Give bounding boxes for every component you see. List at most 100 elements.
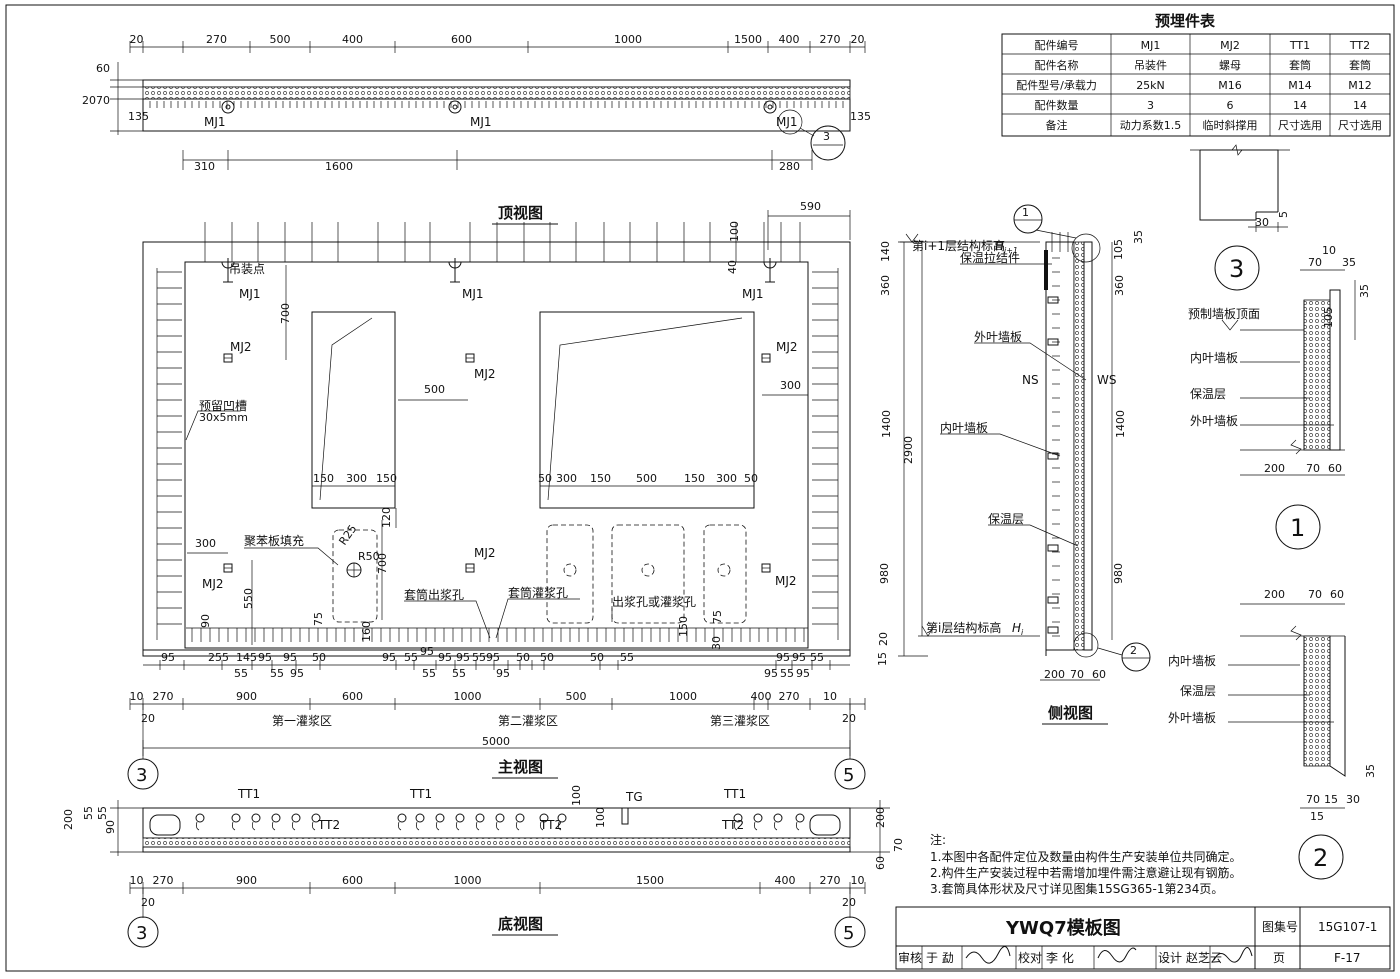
table-cell: 14 — [1353, 99, 1367, 112]
bottom-insulation — [142, 837, 851, 848]
dim: 60 — [874, 856, 887, 870]
page-number: F-17 — [1334, 951, 1361, 965]
table-cell: 临时斜撑用 — [1203, 118, 1258, 132]
detail-1-marker — [1275, 504, 1321, 550]
dim: 70 — [1306, 462, 1320, 475]
dim: 75 — [711, 610, 724, 624]
dim: 20 — [141, 896, 155, 909]
overall-length: 5000 — [482, 735, 510, 748]
dim: 40 — [726, 260, 739, 274]
dim: 1600 — [325, 160, 353, 173]
table-cell: 14 — [1293, 99, 1307, 112]
atlas-number: 15G107-1 — [1318, 920, 1377, 934]
table-cell: 动力系数1.5 — [1120, 119, 1182, 132]
dim: 20 — [877, 632, 890, 646]
dim: 50 — [312, 651, 326, 664]
top-view-title: 顶视图 — [498, 204, 543, 222]
top-mj1-label: MJ1 — [204, 115, 226, 129]
dim: 55 — [620, 651, 634, 664]
dim: 30 — [1255, 216, 1269, 229]
detail-3: 30 5 3 — [1190, 144, 1290, 291]
dim: 20 — [141, 712, 155, 725]
dim: 255 — [208, 651, 229, 664]
axis-bubble — [834, 916, 866, 948]
dim: 90 — [199, 614, 212, 628]
tg-embed — [621, 807, 629, 825]
detail-3-marker — [1214, 245, 1260, 291]
outlet-hole-label: 套筒出浆孔 — [404, 587, 464, 602]
dim: 55 — [810, 651, 824, 664]
main-view: 吊装点 MJ1 MJ1 MJ1 MJ2 MJ2 MJ2 MJ2 MJ2 MJ2 … — [127, 200, 866, 790]
window-left — [311, 311, 396, 509]
dim: 20 — [130, 33, 144, 46]
dim: 600 — [342, 874, 363, 887]
sleeve-label: TT2 — [539, 818, 562, 832]
dim: 300 — [556, 472, 577, 485]
mj1-label: MJ1 — [742, 287, 764, 301]
dim: 5 — [1277, 211, 1290, 218]
detail-label: 内叶墙板 — [1168, 654, 1216, 668]
dim: 70 — [1308, 588, 1322, 601]
dim: 980 — [878, 563, 891, 584]
outer-leaf-label: 外叶墙板 — [974, 330, 1022, 344]
dim: 1000 — [454, 690, 482, 703]
dim: 100 — [594, 807, 607, 828]
dim: 310 — [194, 160, 215, 173]
dim: 280 — [779, 160, 800, 173]
sleeve-label: TT1 — [723, 787, 746, 801]
dim: 300 — [195, 537, 216, 550]
callout-num: 2 — [1130, 644, 1137, 657]
table-row-label: 配件编号 — [1035, 38, 1079, 52]
embedded-parts-table: 预埋件表 配件编号配件名称配件型号/承载力配件数量备注MJ1吊装件25kN3动力… — [1001, 12, 1391, 137]
zone-label: 第二灌浆区 — [498, 713, 558, 728]
dim: 95 — [796, 667, 810, 680]
dim: 95 — [420, 645, 434, 658]
detail-label: 外叶墙板 — [1168, 711, 1216, 725]
table-row-label: 备注 — [1046, 118, 1068, 132]
dim: 10 — [1322, 244, 1336, 257]
section-2-callout — [1121, 642, 1151, 672]
dim: 300 — [780, 379, 801, 392]
top-insulation — [142, 86, 851, 100]
dim: 270 — [153, 690, 174, 703]
foam-label: 聚苯板填充 — [244, 533, 304, 548]
dim: 500 — [424, 383, 445, 396]
dim: 200 — [1044, 668, 1065, 681]
mj1-symbol — [448, 100, 462, 114]
mj1-symbol — [763, 100, 777, 114]
check-name: 李 化 — [1046, 950, 1074, 965]
dim: 70 — [96, 94, 110, 107]
detail-label: 保温层 — [1190, 387, 1226, 401]
note-item: 1.本图中各配件定位及数量由构件生产安装单位共同确定。 — [930, 849, 1241, 864]
top-outer-leaf — [142, 79, 851, 88]
table-cell: TT2 — [1349, 39, 1370, 52]
dim: 30 — [710, 636, 723, 650]
dim: 700 — [376, 553, 389, 574]
drawing-title: YWQ7模板图 — [1005, 917, 1121, 939]
callout-num: 3 — [823, 130, 830, 143]
dim: 35 — [1342, 256, 1356, 269]
axis-label: 5 — [843, 765, 854, 786]
zone-label: 第一灌浆区 — [272, 713, 332, 728]
atlas-label: 图集号 — [1262, 919, 1298, 934]
mj2-label: MJ2 — [474, 367, 496, 381]
dim: 55 — [96, 806, 109, 820]
dim: 55 — [404, 651, 418, 664]
dim: 150 — [313, 472, 334, 485]
dim: 500 — [636, 472, 657, 485]
dim: 135 — [850, 110, 871, 123]
dim: 400 — [751, 690, 772, 703]
insulation-label: 保温层 — [988, 512, 1024, 526]
dim: 145 — [236, 651, 257, 664]
dim: 95 — [764, 667, 778, 680]
dim: 55 — [422, 667, 436, 680]
dim: 300 — [716, 472, 737, 485]
axis-label: 3 — [136, 765, 147, 786]
dim: 70 — [1308, 256, 1322, 269]
r25-label: R25 — [336, 522, 359, 547]
detail-1: 预制墙板顶面 内叶墙板 保温层 外叶墙板 10 70 35 35 105 200… — [1188, 244, 1371, 550]
dim: 270 — [779, 690, 800, 703]
floor-level-top-sym: H — [995, 239, 1004, 253]
